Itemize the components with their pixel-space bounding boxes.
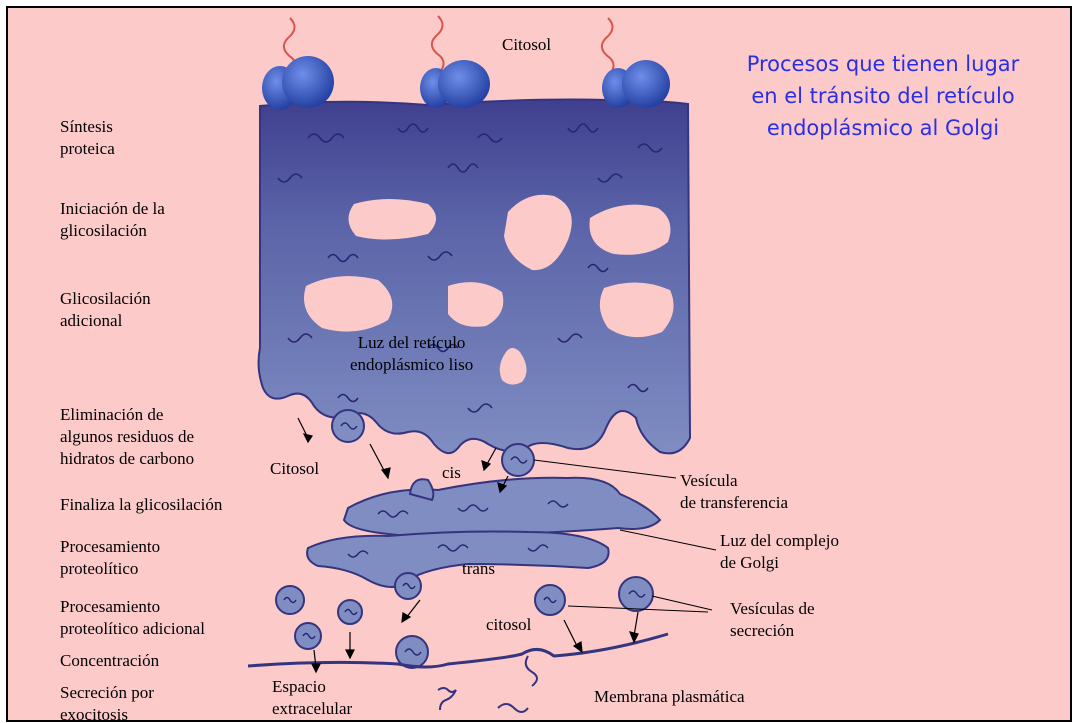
label-golgi-lumen: Luz del complejo de Golgi bbox=[720, 530, 839, 574]
vesicle bbox=[395, 573, 421, 599]
label-citosol-top: Citosol bbox=[502, 34, 551, 56]
ribosome bbox=[262, 18, 334, 110]
step-protein-synthesis: Síntesis proteica bbox=[60, 116, 115, 160]
step-glycosylation-end: Finaliza la glicosilación bbox=[60, 494, 222, 516]
golgi-cisterna-trans bbox=[307, 532, 608, 588]
slide-title: Procesos que tienen lugar en el tránsito… bbox=[698, 48, 1068, 144]
vesicle bbox=[276, 586, 304, 614]
vesicle bbox=[619, 577, 653, 611]
label-plasma-membrane: Membrana plasmática bbox=[594, 686, 745, 708]
step-concentration: Concentración bbox=[60, 650, 159, 672]
er-hole bbox=[600, 282, 674, 337]
er-lumen-shape bbox=[259, 100, 690, 454]
ribosome bbox=[602, 18, 670, 108]
slide: Procesos que tienen lugar en el tránsito… bbox=[6, 6, 1072, 722]
label-trans: trans bbox=[462, 558, 495, 580]
label-extracellular-space: Espacio extracelular bbox=[272, 676, 352, 720]
vesicle bbox=[295, 623, 321, 649]
step-glycosylation-start: Iniciación de la glicosilación bbox=[60, 198, 165, 242]
label-er-lumen: Luz del retículo endoplásmico liso bbox=[350, 332, 473, 376]
vesicle bbox=[338, 600, 362, 624]
vesicle bbox=[332, 410, 364, 442]
er-hole bbox=[590, 205, 671, 255]
label-transfer-vesicle: Vesícula de transferencia bbox=[680, 470, 788, 514]
step-additional-proteolytic-processing: Procesamiento proteolítico adicional bbox=[60, 596, 205, 640]
label-secretion-vesicles: Vesículas de secreción bbox=[730, 598, 815, 642]
vesicle bbox=[535, 585, 565, 615]
step-additional-glycosylation: Glicosilación adicional bbox=[60, 288, 151, 332]
er-hole bbox=[304, 276, 392, 331]
step-proteolytic-processing: Procesamiento proteolítico bbox=[60, 536, 160, 580]
vesicle bbox=[502, 444, 534, 476]
label-cis: cis bbox=[442, 462, 461, 484]
er-hole bbox=[348, 199, 436, 240]
label-citosol-low: citosol bbox=[486, 614, 531, 636]
ribosome bbox=[420, 16, 490, 108]
step-carbohydrate-removal: Eliminación de algunos residuos de hidra… bbox=[60, 404, 194, 470]
label-citosol-mid: Citosol bbox=[270, 458, 319, 480]
step-exocytosis: Secreción por exocitosis bbox=[60, 682, 154, 722]
